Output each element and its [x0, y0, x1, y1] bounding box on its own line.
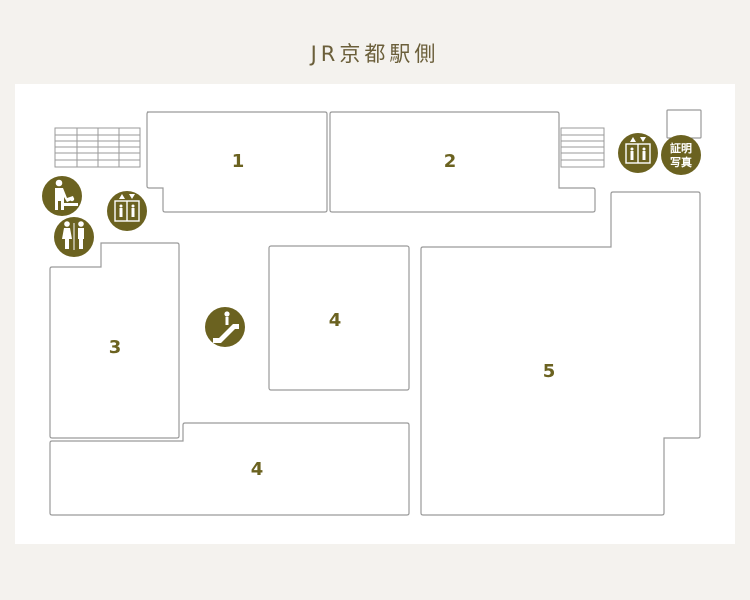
room-5[interactable]: 5	[420, 191, 701, 516]
room-5-label: 5	[543, 361, 556, 382]
stairs-right-icon	[560, 127, 605, 168]
room-3[interactable]: 3	[49, 242, 180, 439]
room-4-center-label: 4	[329, 310, 342, 331]
small-room	[666, 109, 702, 139]
baby-changing-icon[interactable]	[42, 176, 82, 216]
room-2[interactable]: 2	[329, 111, 596, 213]
room-4-center[interactable]: 4	[268, 245, 410, 391]
elevator-icon[interactable]	[107, 191, 147, 231]
escalator-icon[interactable]	[205, 307, 245, 347]
room-1[interactable]: 1	[146, 111, 328, 213]
room-4-bottom[interactable]: 4	[49, 422, 410, 516]
photo-booth-line2: 写真	[670, 155, 692, 169]
room-4-bottom-label: 4	[251, 459, 264, 480]
room-2-label: 2	[444, 151, 457, 172]
id-photo-booth-icon[interactable]: 証明 写真	[661, 135, 701, 175]
stairs-left-icon	[54, 127, 141, 168]
room-3-label: 3	[109, 337, 122, 358]
elevator-right-icon[interactable]	[618, 133, 658, 173]
restroom-icon[interactable]	[54, 217, 94, 257]
map-title: JR京都駅側	[310, 42, 440, 66]
floor-map: 1 2 3 4 4 5	[15, 84, 735, 544]
room-1-label: 1	[232, 151, 245, 172]
photo-booth-line1: 証明	[670, 141, 692, 155]
floor-plan: 1 2 3 4 4 5	[42, 109, 702, 516]
